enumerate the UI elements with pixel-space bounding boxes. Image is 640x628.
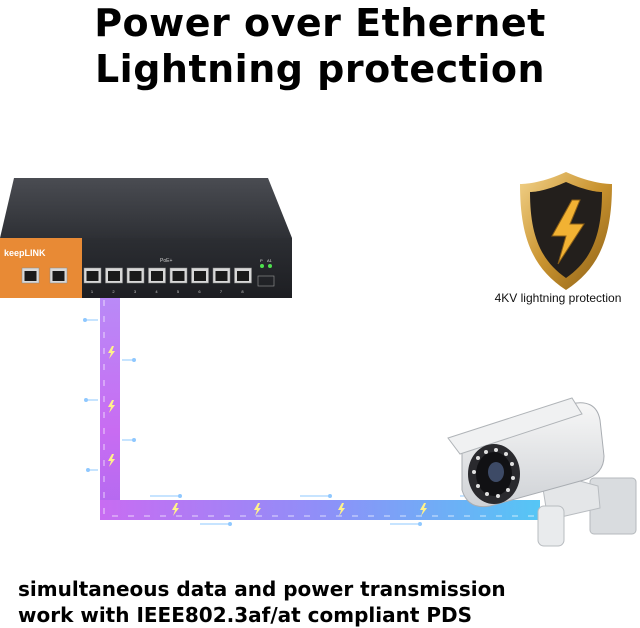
shield-caption: 4KV lightning protection <box>494 291 622 305</box>
poe-port <box>83 267 102 284</box>
uplink-port <box>49 267 68 284</box>
port-row: 1 2 3 4 5 6 7 8 <box>21 267 252 294</box>
circuit-traces <box>83 318 492 526</box>
port-number: 3 <box>134 289 137 294</box>
cable-horizontal-segment <box>100 500 540 520</box>
headline-line-2: Lightning protection <box>94 47 546 91</box>
status-leds: P A1 <box>257 258 275 287</box>
led-label-a1: A1 <box>267 258 273 263</box>
poe-label: PoE+ <box>160 258 172 264</box>
port-number: 8 <box>241 289 244 294</box>
bolt-icon <box>338 503 345 516</box>
port-number: 6 <box>198 289 201 294</box>
port-number: 7 <box>220 289 223 294</box>
ethernet-cable <box>83 298 540 526</box>
bolt-icon <box>254 503 261 516</box>
bolt-icon <box>108 346 115 359</box>
lightning-bolt-icon <box>551 199 585 265</box>
poe-port <box>169 267 188 284</box>
port-number: 2 <box>112 289 115 294</box>
poe-port <box>105 267 123 284</box>
security-camera-icon <box>447 397 637 547</box>
switch-accent-panel <box>0 238 82 298</box>
caption-line-1: simultaneous data and power transmission <box>18 577 506 601</box>
poe-port <box>212 267 231 284</box>
port-number: 5 <box>177 289 180 294</box>
ir-leds <box>472 448 515 498</box>
brand-logo: keepLINK <box>4 248 46 258</box>
lightning-bolt-markers <box>108 346 427 516</box>
poe-port <box>191 267 209 284</box>
lightning-shield-icon <box>520 172 612 290</box>
bolt-icon <box>108 454 115 467</box>
poe-switch: keepLINK PoE+ 1 2 3 4 5 6 7 8 P A1 <box>0 178 292 298</box>
port-number: 4 <box>155 289 158 294</box>
uplink-port <box>21 267 40 284</box>
bolt-icon <box>108 400 115 413</box>
poe-port <box>126 267 145 284</box>
led-label-p: P <box>260 258 263 263</box>
port-number: 1 <box>91 289 94 294</box>
poe-port <box>148 267 166 284</box>
bolt-icon <box>420 503 427 516</box>
caption-line-2: work with IEEE802.3af/at compliant PDS <box>18 603 473 627</box>
bolt-icon <box>172 503 179 516</box>
headline-line-1: Power over Ethernet <box>94 1 546 45</box>
poe-port <box>234 267 252 284</box>
cable-vertical-segment <box>100 298 120 520</box>
